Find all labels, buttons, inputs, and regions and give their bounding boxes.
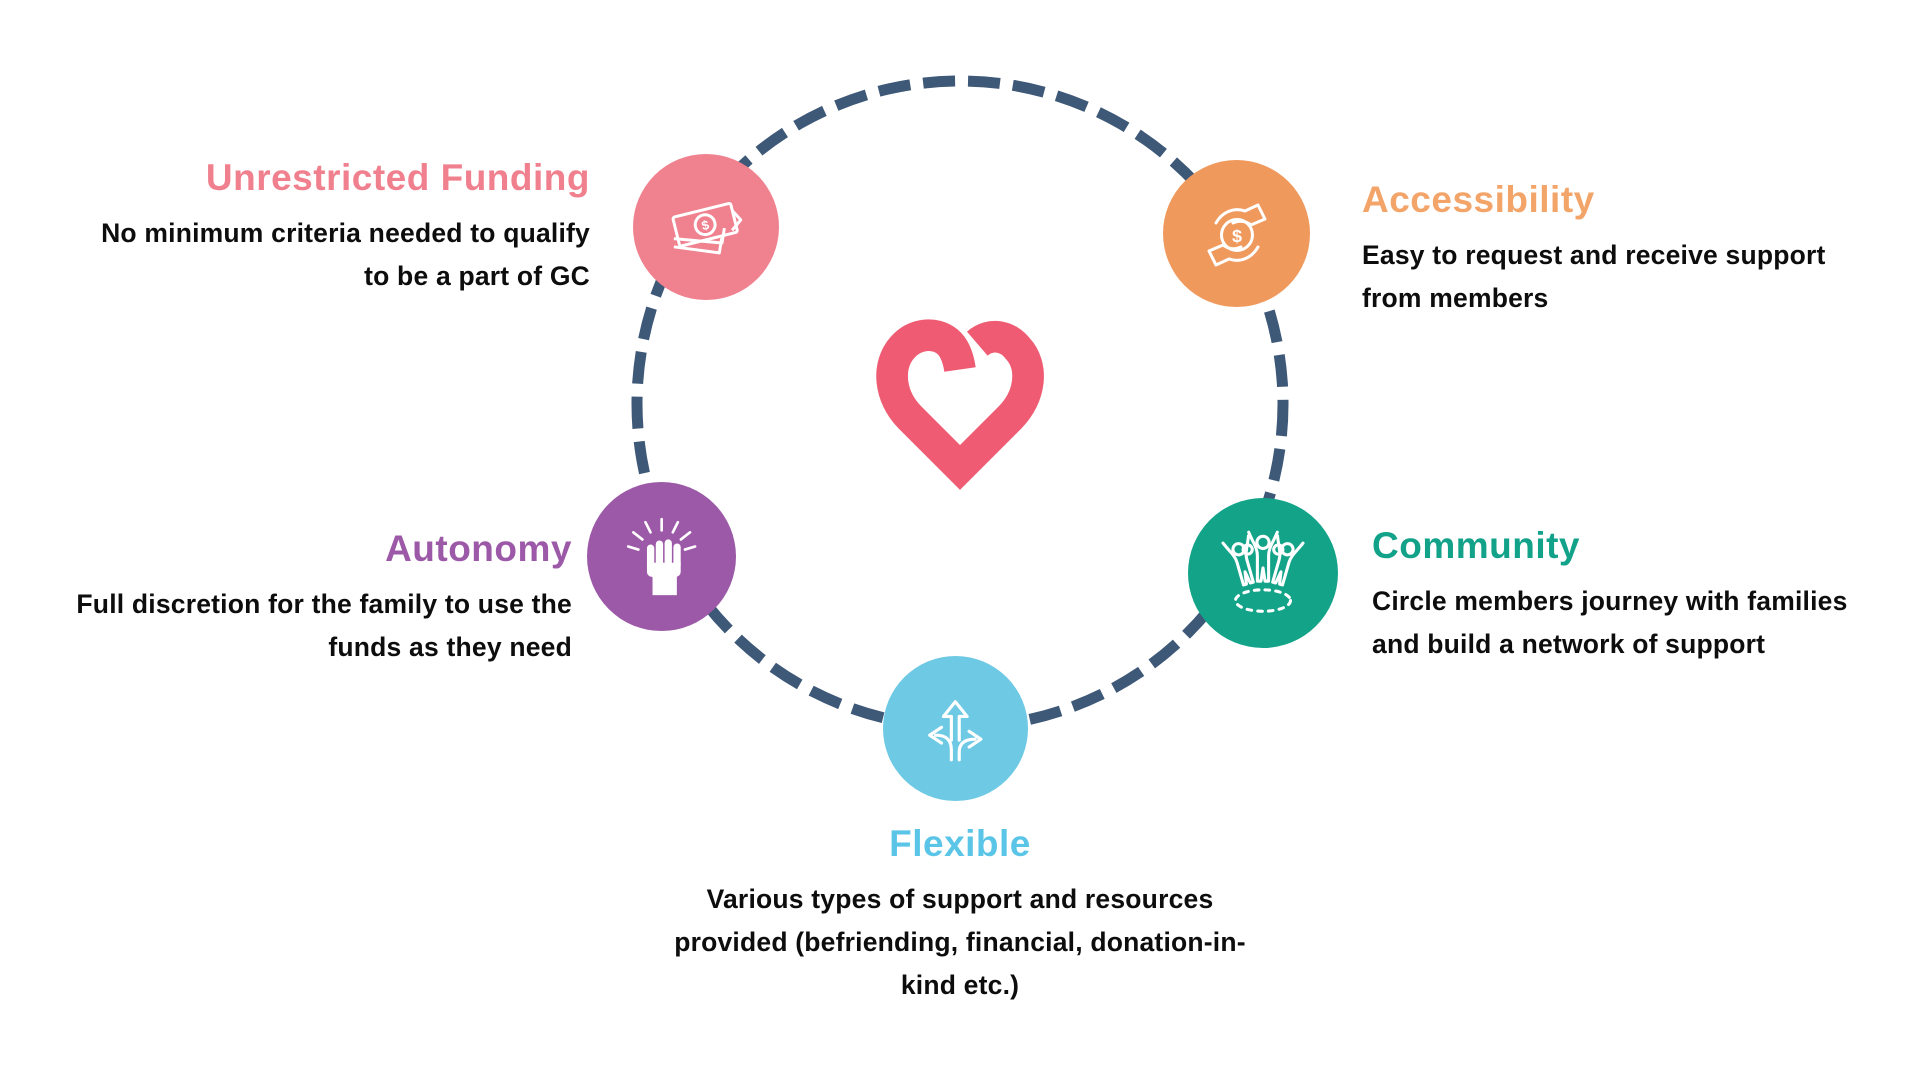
- raised-fist-icon: [626, 517, 697, 595]
- flexible-label: Flexible Various types of support and re…: [620, 822, 1300, 1007]
- accessibility-description: Easy to request and receive support from…: [1362, 240, 1826, 314]
- unrestricted-funding-description: No minimum criteria needed to qualify to…: [101, 218, 590, 292]
- unrestricted-funding-circle: $: [633, 154, 779, 300]
- unrestricted-funding-label: Unrestricted Funding No minimum criteria…: [10, 156, 590, 298]
- flexible-title: Flexible: [889, 823, 1031, 864]
- autonomy-description: Full discretion for the family to use th…: [76, 589, 572, 663]
- branching-arrows-icon: [928, 700, 983, 762]
- unrestricted-funding-title: Unrestricted Funding: [205, 157, 590, 198]
- heart-stroke: [876, 319, 1044, 490]
- people-group-icon: [1221, 530, 1305, 613]
- community-label: Community Circle members journey with fa…: [1372, 524, 1920, 666]
- svg-text:$: $: [1231, 225, 1241, 245]
- hands-exchanging-money-icon: $: [1207, 203, 1266, 266]
- flexible-description: Various types of support and resources p…: [674, 884, 1246, 1001]
- svg-text:$: $: [700, 217, 711, 233]
- accessibility-circle: $: [1163, 160, 1310, 307]
- accessibility-label: Accessibility Easy to request and receiv…: [1362, 178, 1920, 320]
- autonomy-title: Autonomy: [385, 528, 572, 569]
- money-bills-icon: $: [671, 202, 743, 255]
- flexible-circle: [883, 656, 1028, 801]
- community-description: Circle members journey with families and…: [1372, 586, 1848, 660]
- community-title: Community: [1372, 525, 1580, 566]
- accessibility-title: Accessibility: [1362, 179, 1595, 220]
- autonomy-circle: [587, 482, 736, 631]
- autonomy-label: Autonomy Full discretion for the family …: [0, 527, 572, 669]
- community-circle: [1188, 498, 1338, 648]
- open-heart-logo-icon: [876, 319, 1044, 490]
